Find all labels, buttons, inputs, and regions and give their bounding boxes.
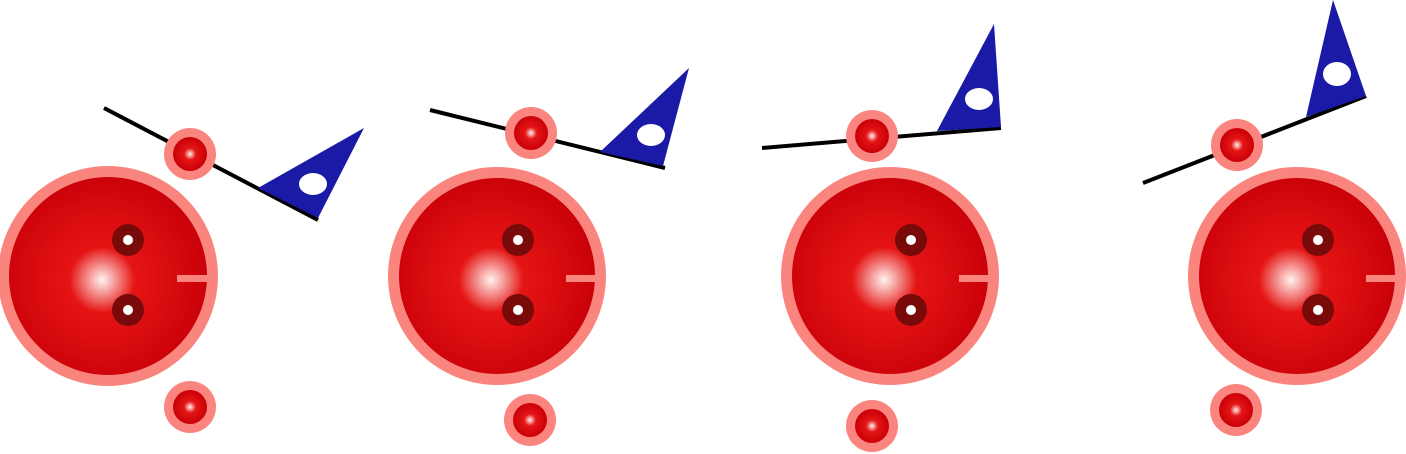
lever-with-flag (429, 68, 689, 170)
ball-notch (566, 275, 597, 282)
ball-notch (177, 275, 208, 282)
small-ball-top (1211, 119, 1263, 171)
flag-triangle (937, 24, 1001, 131)
ball-notch (1366, 275, 1397, 282)
flag-triangle (258, 128, 364, 218)
flag-hole (637, 124, 665, 146)
flag-hole (1323, 62, 1351, 86)
small-ball-top (846, 110, 898, 162)
frame-2 (388, 68, 689, 446)
flag-triangle (1306, 0, 1366, 117)
small-ball-bottom (1210, 384, 1262, 436)
flag-triangle (600, 68, 689, 166)
bowling-ball (781, 167, 999, 385)
small-ball-top (164, 128, 216, 180)
small-ball-top (505, 107, 557, 159)
bowling-ball (388, 167, 606, 385)
flag-hole (299, 173, 327, 195)
ball-notch (959, 275, 990, 282)
bowling-ball (0, 166, 218, 386)
small-ball-bottom (164, 381, 216, 433)
small-ball-bottom (504, 394, 556, 446)
frame-1 (0, 106, 364, 433)
bowling-ball (1188, 167, 1406, 385)
frame-4 (1142, 0, 1406, 436)
flag-hole (965, 88, 993, 110)
small-ball-bottom (846, 400, 898, 452)
frame-3 (761, 24, 1002, 452)
